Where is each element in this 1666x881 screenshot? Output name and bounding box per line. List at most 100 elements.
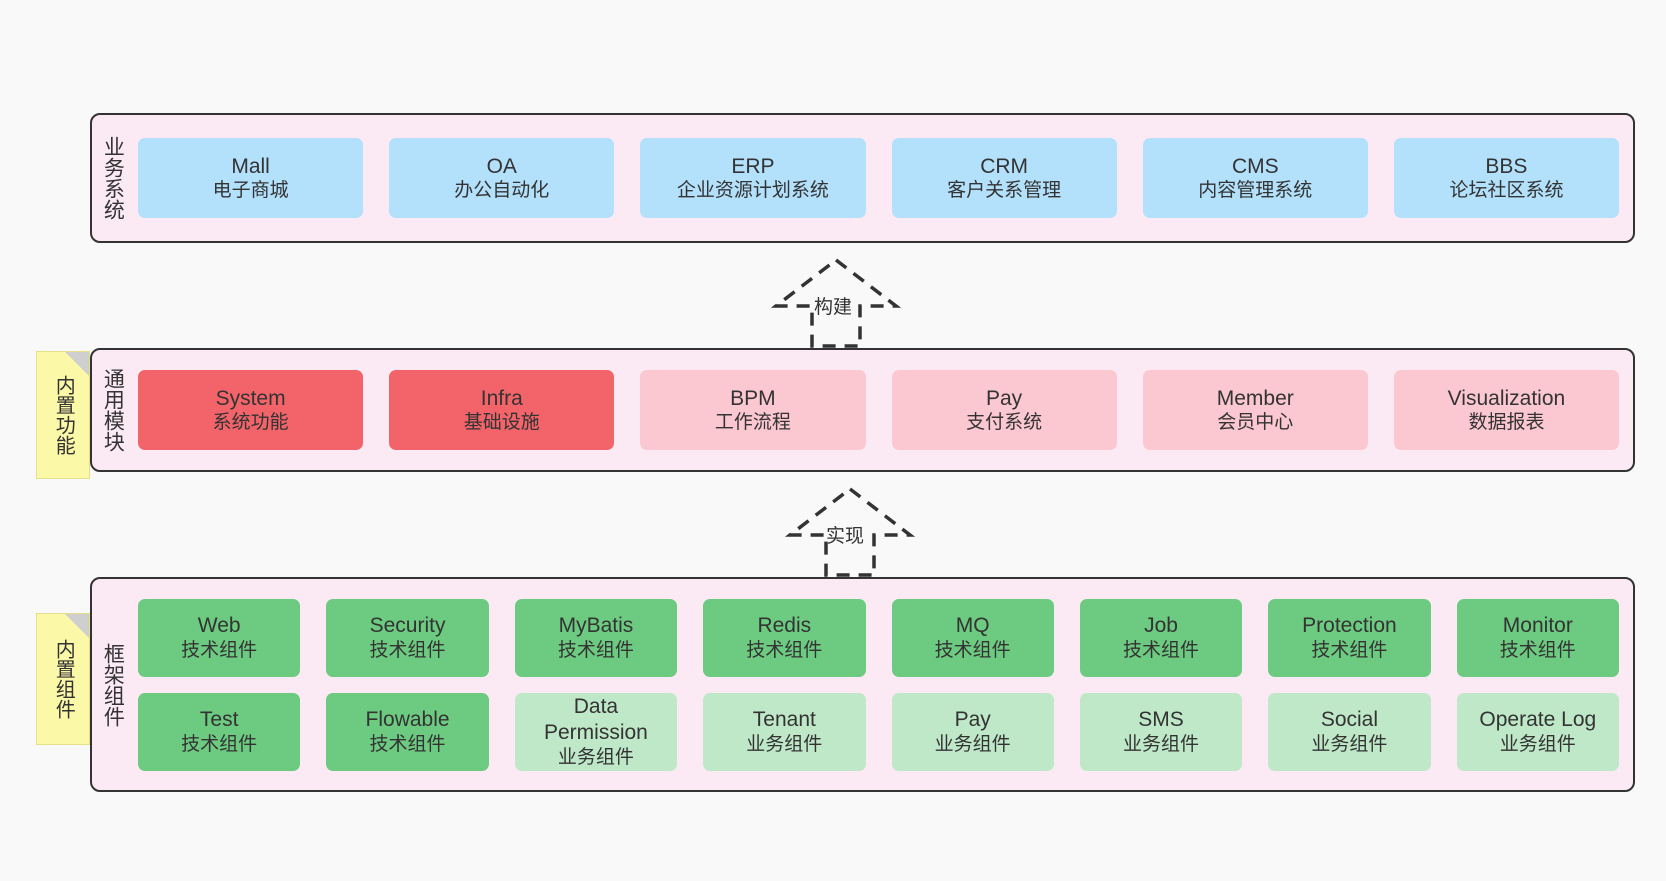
note-label: 内置组件 [52,639,75,719]
node-job[interactable]: Job 技术组件 [1079,598,1243,677]
node-title: Test [199,708,239,732]
node-crm[interactable]: CRM 客户关系管理 [891,138,1117,218]
node-cms[interactable]: CMS 内容管理系统 [1142,138,1368,218]
arrow-up-dashed-icon [784,486,916,577]
node-title: Protection [1302,614,1397,638]
node-title: MQ [955,614,990,638]
node-pay-component[interactable]: Pay 业务组件 [891,692,1054,771]
node-subtitle: 办公自动化 [454,180,550,202]
layer-body-business: Mall 电子商城 OA 办公自动化 ERP 企业资源计划系统 CRM 客户关系… [132,115,1633,241]
node-sms[interactable]: SMS 业务组件 [1079,692,1243,771]
node-subtitle: 业务组件 [746,733,823,755]
node-title: MyBatis [558,614,634,638]
node-title: Pay [986,386,1023,410]
layer-title-business: 业务系统 [101,136,125,220]
node-subtitle: 技术组件 [557,639,634,661]
node-subtitle: 电子商城 [212,180,289,202]
node-subtitle: 支付系统 [966,412,1043,434]
node-mall[interactable]: Mall 电子商城 [138,138,364,218]
note-builtin-function: 内置功能 [36,351,90,479]
node-title: Pay [954,708,991,732]
node-mq[interactable]: MQ 技术组件 [891,598,1054,677]
arrow-build: 构建 [746,254,926,350]
node-oa[interactable]: OA 办公自动化 [389,138,615,218]
node-subtitle: 业务组件 [934,733,1011,755]
node-pay[interactable]: Pay 支付系统 [891,370,1117,450]
node-subtitle: 技术组件 [181,733,258,755]
node-data-permission[interactable]: Data Permission 业务组件 [514,692,678,771]
node-system[interactable]: System 系统功能 [138,370,364,450]
layer-row: Test 技术组件 Flowable 技术组件 Data Permission … [138,692,1619,771]
node-member[interactable]: Member 会员中心 [1142,370,1368,450]
node-subtitle: 内容管理系统 [1198,180,1313,202]
note-label: 内置功能 [52,375,75,455]
node-title: OA [486,154,517,178]
node-erp[interactable]: ERP 企业资源计划系统 [640,138,866,218]
node-title: Member [1216,386,1294,410]
node-bpm[interactable]: BPM 工作流程 [640,370,866,450]
arrow-label: 构建 [814,297,853,318]
node-bbs[interactable]: BBS 论坛社区系统 [1393,138,1620,218]
node-test[interactable]: Test 技术组件 [138,692,301,771]
node-subtitle: 基础设施 [463,412,540,434]
node-subtitle: 业务组件 [1499,733,1576,755]
node-tenant[interactable]: Tenant 业务组件 [703,692,866,771]
node-title: Web [197,614,241,638]
node-title: System [215,386,286,410]
node-subtitle: 业务组件 [557,746,634,768]
node-redis[interactable]: Redis 技术组件 [703,598,866,677]
node-subtitle: 企业资源计划系统 [676,180,829,202]
layer-body-module: System 系统功能 Infra 基础设施 BPM 工作流程 Pay 支付系统… [132,350,1633,470]
node-title: Tenant [752,708,816,732]
node-subtitle: 技术组件 [1499,639,1576,661]
node-subtitle: 技术组件 [369,733,446,755]
node-monitor[interactable]: Monitor 技术组件 [1456,598,1619,677]
node-title: Infra [480,386,523,410]
node-subtitle: 会员中心 [1217,412,1294,434]
layer-row: Web 技术组件 Security 技术组件 MyBatis 技术组件 Redi… [138,598,1619,677]
layer-common-module: 通用模块 System 系统功能 Infra 基础设施 BPM 工作流程 Pay… [90,348,1635,472]
arrow-implement: 实现 [760,483,940,579]
node-subtitle: 数据报表 [1468,412,1545,434]
layer-framework-component: 框架组件 Web 技术组件 Security 技术组件 MyBatis 技术组件… [90,577,1635,792]
node-title: Security [369,614,446,638]
layer-body-framework: Web 技术组件 Security 技术组件 MyBatis 技术组件 Redi… [132,579,1633,790]
node-title: Social [1320,708,1379,732]
node-subtitle: 论坛社区系统 [1449,180,1564,202]
node-security[interactable]: Security 技术组件 [326,598,489,677]
node-title: ERP [731,154,775,178]
node-title: Monitor [1502,614,1573,638]
node-subtitle: 工作流程 [714,412,791,434]
node-subtitle: 技术组件 [934,639,1011,661]
arrow-up-dashed-icon [770,257,902,348]
node-subtitle: 系统功能 [212,412,289,434]
node-subtitle: 技术组件 [369,639,446,661]
note-builtin-component: 内置组件 [36,613,90,745]
node-title: BPM [730,386,776,410]
arrow-label: 实现 [826,526,865,547]
node-title: CRM [980,154,1029,178]
node-operate-log[interactable]: Operate Log 业务组件 [1456,692,1619,771]
node-visualization[interactable]: Visualization 数据报表 [1393,370,1620,450]
node-infra[interactable]: Infra 基础设施 [389,370,615,450]
node-subtitle: 技术组件 [181,639,258,661]
layer-business-system: 业务系统 Mall 电子商城 OA 办公自动化 ERP 企业资源计划系统 CRM… [90,113,1635,243]
node-mybatis[interactable]: MyBatis 技术组件 [514,598,678,677]
node-title: CMS [1231,154,1279,178]
node-flowable[interactable]: Flowable 技术组件 [326,692,489,771]
layer-title-module: 通用模块 [101,368,125,452]
node-subtitle: 业务组件 [1123,733,1200,755]
node-title: Operate Log [1479,708,1597,732]
node-subtitle: 客户关系管理 [947,180,1062,202]
node-social[interactable]: Social 业务组件 [1268,692,1431,771]
layer-title-framework: 框架组件 [101,642,125,727]
node-protection[interactable]: Protection 技术组件 [1268,598,1431,677]
node-web[interactable]: Web 技术组件 [138,598,301,677]
node-title: Job [1144,614,1178,638]
node-subtitle: 技术组件 [1123,639,1200,661]
node-title: Redis [757,614,812,638]
node-title: Mall [231,154,270,178]
node-title: BBS [1485,154,1528,178]
layer-row: Mall 电子商城 OA 办公自动化 ERP 企业资源计划系统 CRM 客户关系… [138,138,1620,218]
